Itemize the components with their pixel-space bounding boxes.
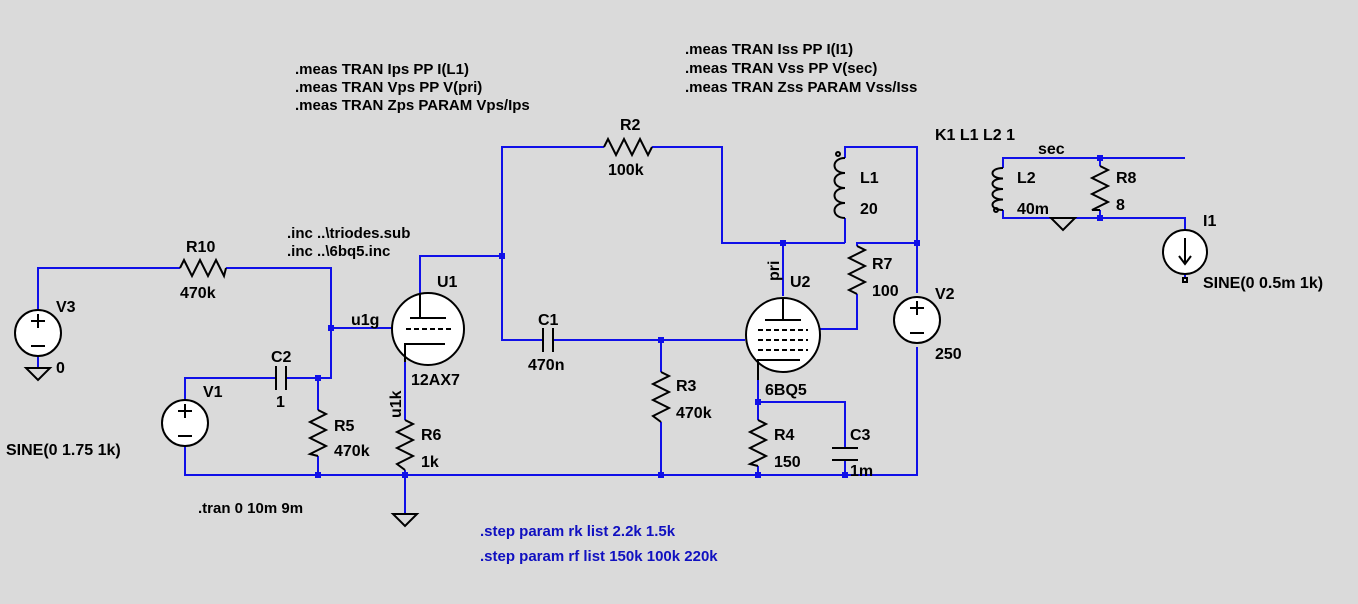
label-c2-name: C2 [271, 349, 292, 366]
directive-meas-zss: .meas TRAN Zss PARAM Vss/Iss [685, 79, 917, 96]
label-i1-name: I1 [1203, 213, 1216, 230]
meas-secondary-directives[interactable]: .meas TRAN Iss PP I(I1) .meas TRAN Vss P… [685, 41, 917, 96]
label-r3-value: 470k [676, 405, 712, 422]
net-label-sec[interactable]: sec [1038, 141, 1065, 158]
wires [37, 146, 1186, 514]
label-v1-name: V1 [203, 384, 223, 401]
label-c3-value: 1m [850, 463, 873, 480]
directive-step-rf[interactable]: .step param rf list 150k 100k 220k [480, 548, 718, 565]
resistor-r10[interactable] [179, 257, 227, 279]
label-v2-name: V2 [935, 286, 955, 303]
directive-inc-triodes: .inc ..\triodes.sub [287, 225, 410, 242]
label-v3-name: V3 [56, 299, 76, 316]
label-r7-value: 100 [872, 283, 899, 300]
directive-step-rk[interactable]: .step param rk list 2.2k 1.5k [480, 523, 676, 540]
label-v2-value: 250 [935, 346, 962, 363]
label-r7-name: R7 [872, 256, 893, 273]
resistor-r8[interactable] [1089, 165, 1111, 211]
directive-meas-vss: .meas TRAN Vss PP V(sec) [685, 60, 877, 77]
directive-meas-zps: .meas TRAN Zps PARAM Vps/Ips [295, 97, 530, 114]
directive-meas-ips: .meas TRAN Ips PP I(L1) [295, 61, 469, 78]
directive-inc-6bq5: .inc ..\6bq5.inc [287, 243, 390, 260]
resistor-r5[interactable] [307, 409, 329, 457]
resistor-r7[interactable] [846, 245, 868, 295]
label-u2-value: 6BQ5 [765, 382, 807, 399]
label-r5-value: 470k [334, 443, 370, 460]
include-directives[interactable]: .inc ..\triodes.sub .inc ..\6bq5.inc [287, 225, 410, 260]
voltage-source-v2[interactable] [893, 296, 941, 344]
label-r4-name: R4 [774, 427, 795, 444]
ground-symbol [23, 367, 53, 382]
label-v3-value: 0 [56, 360, 65, 377]
resistor-r3[interactable] [650, 371, 672, 423]
current-source-i1[interactable] [1162, 229, 1208, 283]
capacitor-c1[interactable] [542, 328, 554, 352]
inductor-l1[interactable] [833, 151, 846, 219]
voltage-source-v1[interactable] [161, 399, 209, 447]
label-l1-name: L1 [860, 170, 879, 187]
label-r8-value: 8 [1116, 197, 1125, 214]
label-r5-name: R5 [334, 418, 355, 435]
net-label-u1g[interactable]: u1g [351, 312, 379, 329]
triode-u1[interactable] [391, 292, 465, 366]
label-c1-name: C1 [538, 312, 559, 329]
capacitor-c2[interactable] [275, 366, 287, 390]
label-c3-name: C3 [850, 427, 871, 444]
label-l2-value: 40m [1017, 201, 1049, 218]
label-r10-value: 470k [180, 285, 216, 302]
pentode-u2[interactable] [745, 297, 821, 380]
label-c1-value: 470n [528, 357, 564, 374]
meas-primary-directives[interactable]: .meas TRAN Ips PP I(L1) .meas TRAN Vps P… [295, 61, 530, 114]
net-label-pri[interactable]: pri [766, 261, 783, 281]
label-i1-value: SINE(0 0.5m 1k) [1203, 275, 1323, 292]
resistor-r6[interactable] [394, 419, 416, 471]
label-r8-name: R8 [1116, 170, 1137, 187]
capacitor-c3[interactable] [832, 447, 858, 461]
directive-tran[interactable]: .tran 0 10m 9m [198, 500, 303, 517]
ground-symbol-u1 [390, 513, 420, 528]
resistor-r2[interactable] [603, 136, 653, 158]
net-label-u1k[interactable]: u1k [388, 390, 405, 418]
resistor-r4[interactable] [747, 419, 769, 467]
label-u1-name: U1 [437, 274, 458, 291]
label-u2-name: U2 [790, 274, 811, 291]
directive-meas-vps: .meas TRAN Vps PP V(pri) [295, 79, 482, 96]
label-r2-value: 100k [608, 162, 644, 179]
label-l1-value: 20 [860, 201, 878, 218]
label-l2-name: L2 [1017, 170, 1036, 187]
label-r10-name: R10 [186, 239, 215, 256]
label-r3-name: R3 [676, 378, 697, 395]
label-r6-name: R6 [421, 427, 442, 444]
directive-meas-iss: .meas TRAN Iss PP I(I1) [685, 41, 853, 58]
label-u1-value: 12AX7 [411, 372, 460, 389]
directive-coupling-k1[interactable]: K1 L1 L2 1 [935, 127, 1015, 144]
label-r4-value: 150 [774, 454, 801, 471]
junction-dots [315, 155, 1103, 478]
label-c2-value: 1 [276, 394, 285, 411]
inductor-l2[interactable] [991, 167, 1004, 213]
label-r2-name: R2 [620, 117, 641, 134]
label-r6-value: 1k [421, 454, 439, 471]
ground-symbol-sec [1048, 217, 1078, 232]
voltage-source-v3[interactable] [14, 309, 62, 357]
label-v1-value: SINE(0 1.75 1k) [6, 442, 121, 459]
